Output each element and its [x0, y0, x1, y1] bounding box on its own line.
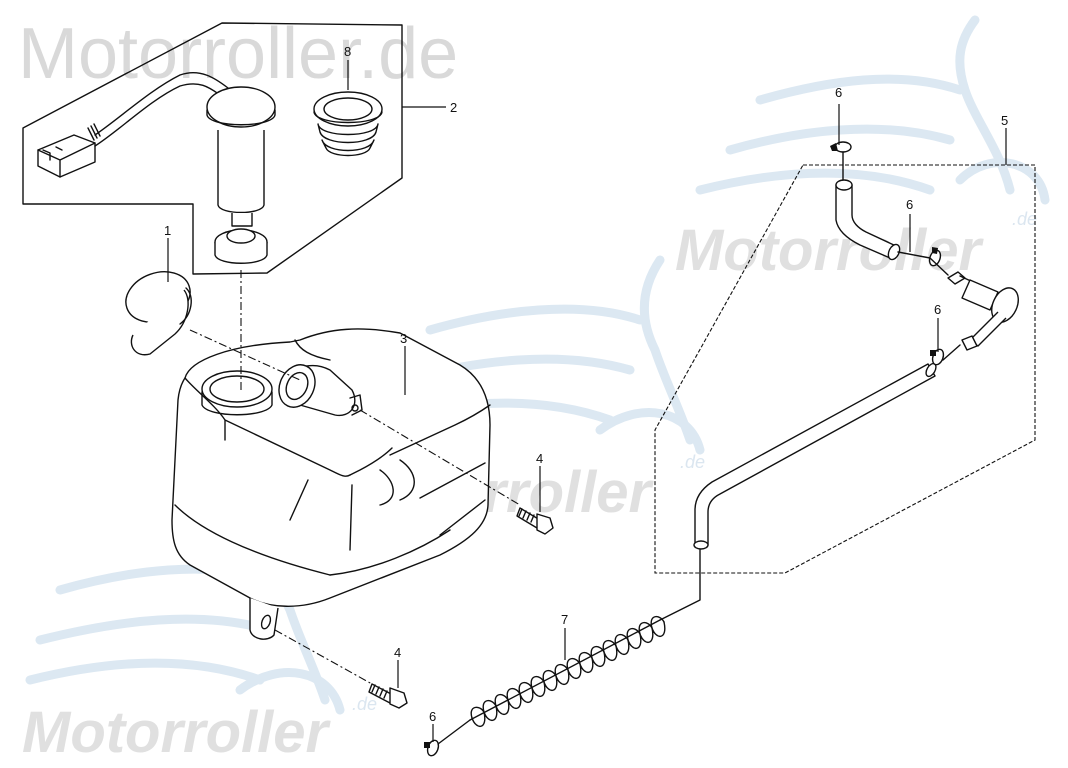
callout-8: 8	[344, 44, 351, 90]
assembly-center-lines	[189, 151, 961, 745]
callout-label-6-filter: 6	[934, 302, 941, 317]
callout-7: 7	[561, 612, 568, 660]
callout-1: 1	[164, 223, 171, 282]
watermark-de-bottom: .de	[352, 694, 377, 714]
callout-2: 2	[402, 100, 457, 115]
callout-label-4-lower: 4	[394, 645, 401, 660]
grommet[interactable]	[313, 91, 383, 157]
oil-tank-cap[interactable]	[119, 263, 197, 356]
long-oil-hose[interactable]	[693, 362, 938, 550]
callout-label-2: 2	[450, 100, 457, 115]
elbow-hose[interactable]	[835, 179, 902, 261]
hose-clip-top[interactable]	[830, 141, 852, 153]
callout-label-3: 3	[400, 331, 407, 346]
oil-level-sensor[interactable]	[206, 86, 276, 264]
hose-clip-filter[interactable]	[930, 348, 945, 366]
hose-clip-bottom[interactable]	[424, 739, 440, 757]
watermark-text-top: Motorroller.de	[18, 14, 458, 94]
callout-label-5: 5	[1001, 113, 1008, 128]
scooter-logo-icon-top-right	[695, 15, 1050, 205]
callout-label-8: 8	[344, 44, 351, 59]
watermark-text-bottom: Motorroller	[22, 700, 332, 765]
sensor-connector[interactable]	[37, 71, 229, 178]
hose-group-box	[654, 164, 1036, 574]
callout-label-6-bottom: 6	[429, 709, 436, 724]
watermark-de-right: .de	[1012, 209, 1037, 229]
callout-4-lower: 4	[394, 645, 401, 688]
oil-filter[interactable]	[947, 271, 1023, 351]
callout-6-top: 6	[835, 85, 842, 145]
flange-bolt-upper[interactable]	[516, 507, 554, 535]
oil-tank[interactable]	[171, 328, 491, 607]
spring-coils	[470, 615, 666, 727]
callout-label-6-elbow: 6	[906, 197, 913, 212]
callout-3: 3	[400, 331, 407, 395]
hose-clip-elbow[interactable]	[928, 247, 943, 267]
callout-label-1: 1	[164, 223, 171, 238]
callout-6-elbow: 6	[906, 197, 913, 252]
callout-label-7: 7	[561, 612, 568, 627]
tank-mount-tab	[249, 598, 279, 640]
callout-5: 5	[1001, 113, 1008, 165]
callout-6-filter: 6	[934, 302, 941, 352]
callout-4-upper: 4	[536, 451, 543, 512]
flange-bolt-lower[interactable]	[368, 683, 408, 709]
callout-6-bottom: 6	[429, 709, 436, 742]
callout-label-6-top: 6	[835, 85, 842, 100]
watermark-de-center: .de	[680, 452, 705, 472]
sensor-group-box	[22, 22, 403, 275]
hose-protective-spring[interactable]	[469, 615, 666, 727]
callout-label-4-upper: 4	[536, 451, 543, 466]
